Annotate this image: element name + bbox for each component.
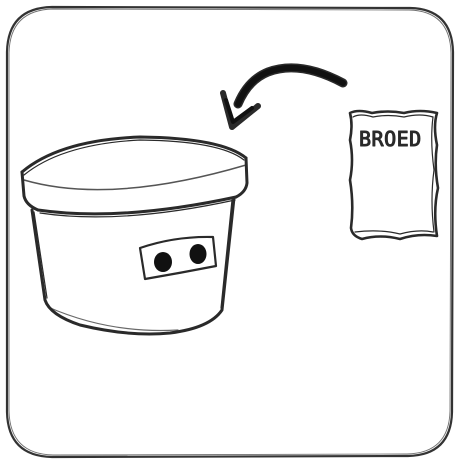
bucket [22,137,247,334]
curved-arrow-icon [223,68,343,127]
hole-left-icon [154,252,172,272]
hole-right-icon [190,244,207,264]
seed-packet: BROED [350,111,438,239]
bucket-window [140,237,216,279]
packet-label: BROED [359,127,422,151]
